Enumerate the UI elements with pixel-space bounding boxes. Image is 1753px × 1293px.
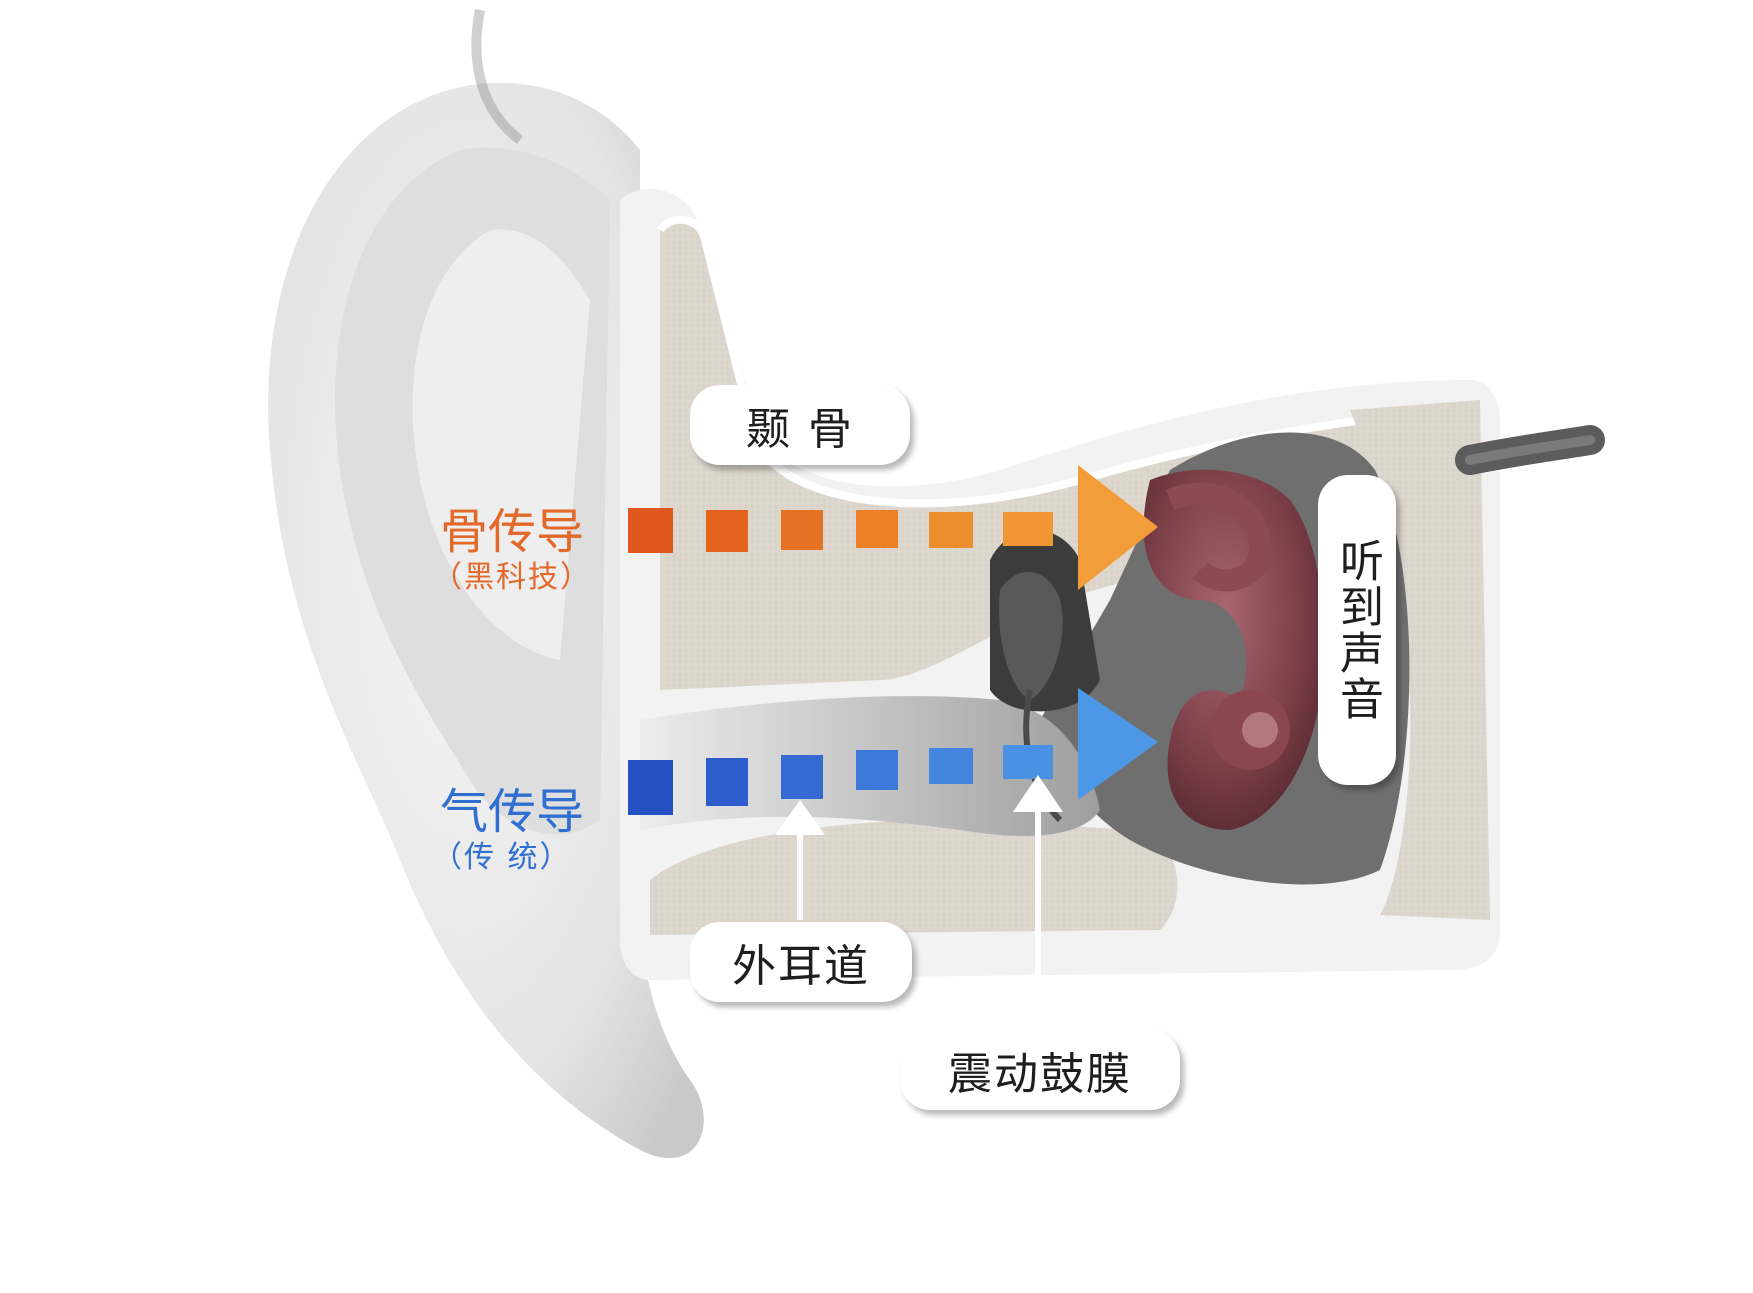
eardrum-label: 震动鼓膜: [900, 1030, 1180, 1110]
ear-canal-pointer: [775, 800, 825, 920]
ear-canal-label: 外耳道: [690, 922, 912, 1002]
eardrum-text: 震动鼓膜: [948, 1049, 1132, 1100]
air-conduction-subtitle: （传 统）: [432, 840, 572, 875]
hear-sound-text: 听到声音: [1332, 538, 1383, 722]
skull-section: [620, 188, 1605, 980]
ear-canal-text: 外耳道: [732, 941, 870, 992]
bone-conduction-title: 骨传导: [440, 504, 585, 560]
air-conduction-title: 气传导: [440, 784, 585, 840]
eardrum-pointer: [1013, 775, 1063, 1018]
temporal-bone-text: 颞 骨: [746, 404, 854, 455]
air-conduction-arrow: [628, 688, 1158, 815]
bone-conduction-arrow: [628, 465, 1158, 590]
hear-sound-label: 听到声音: [1318, 475, 1396, 785]
outer-ear: [268, 9, 704, 1159]
temporal-bone-label: 颞 骨: [690, 385, 910, 465]
bone-conduction-subtitle: （黑科技）: [432, 560, 592, 595]
